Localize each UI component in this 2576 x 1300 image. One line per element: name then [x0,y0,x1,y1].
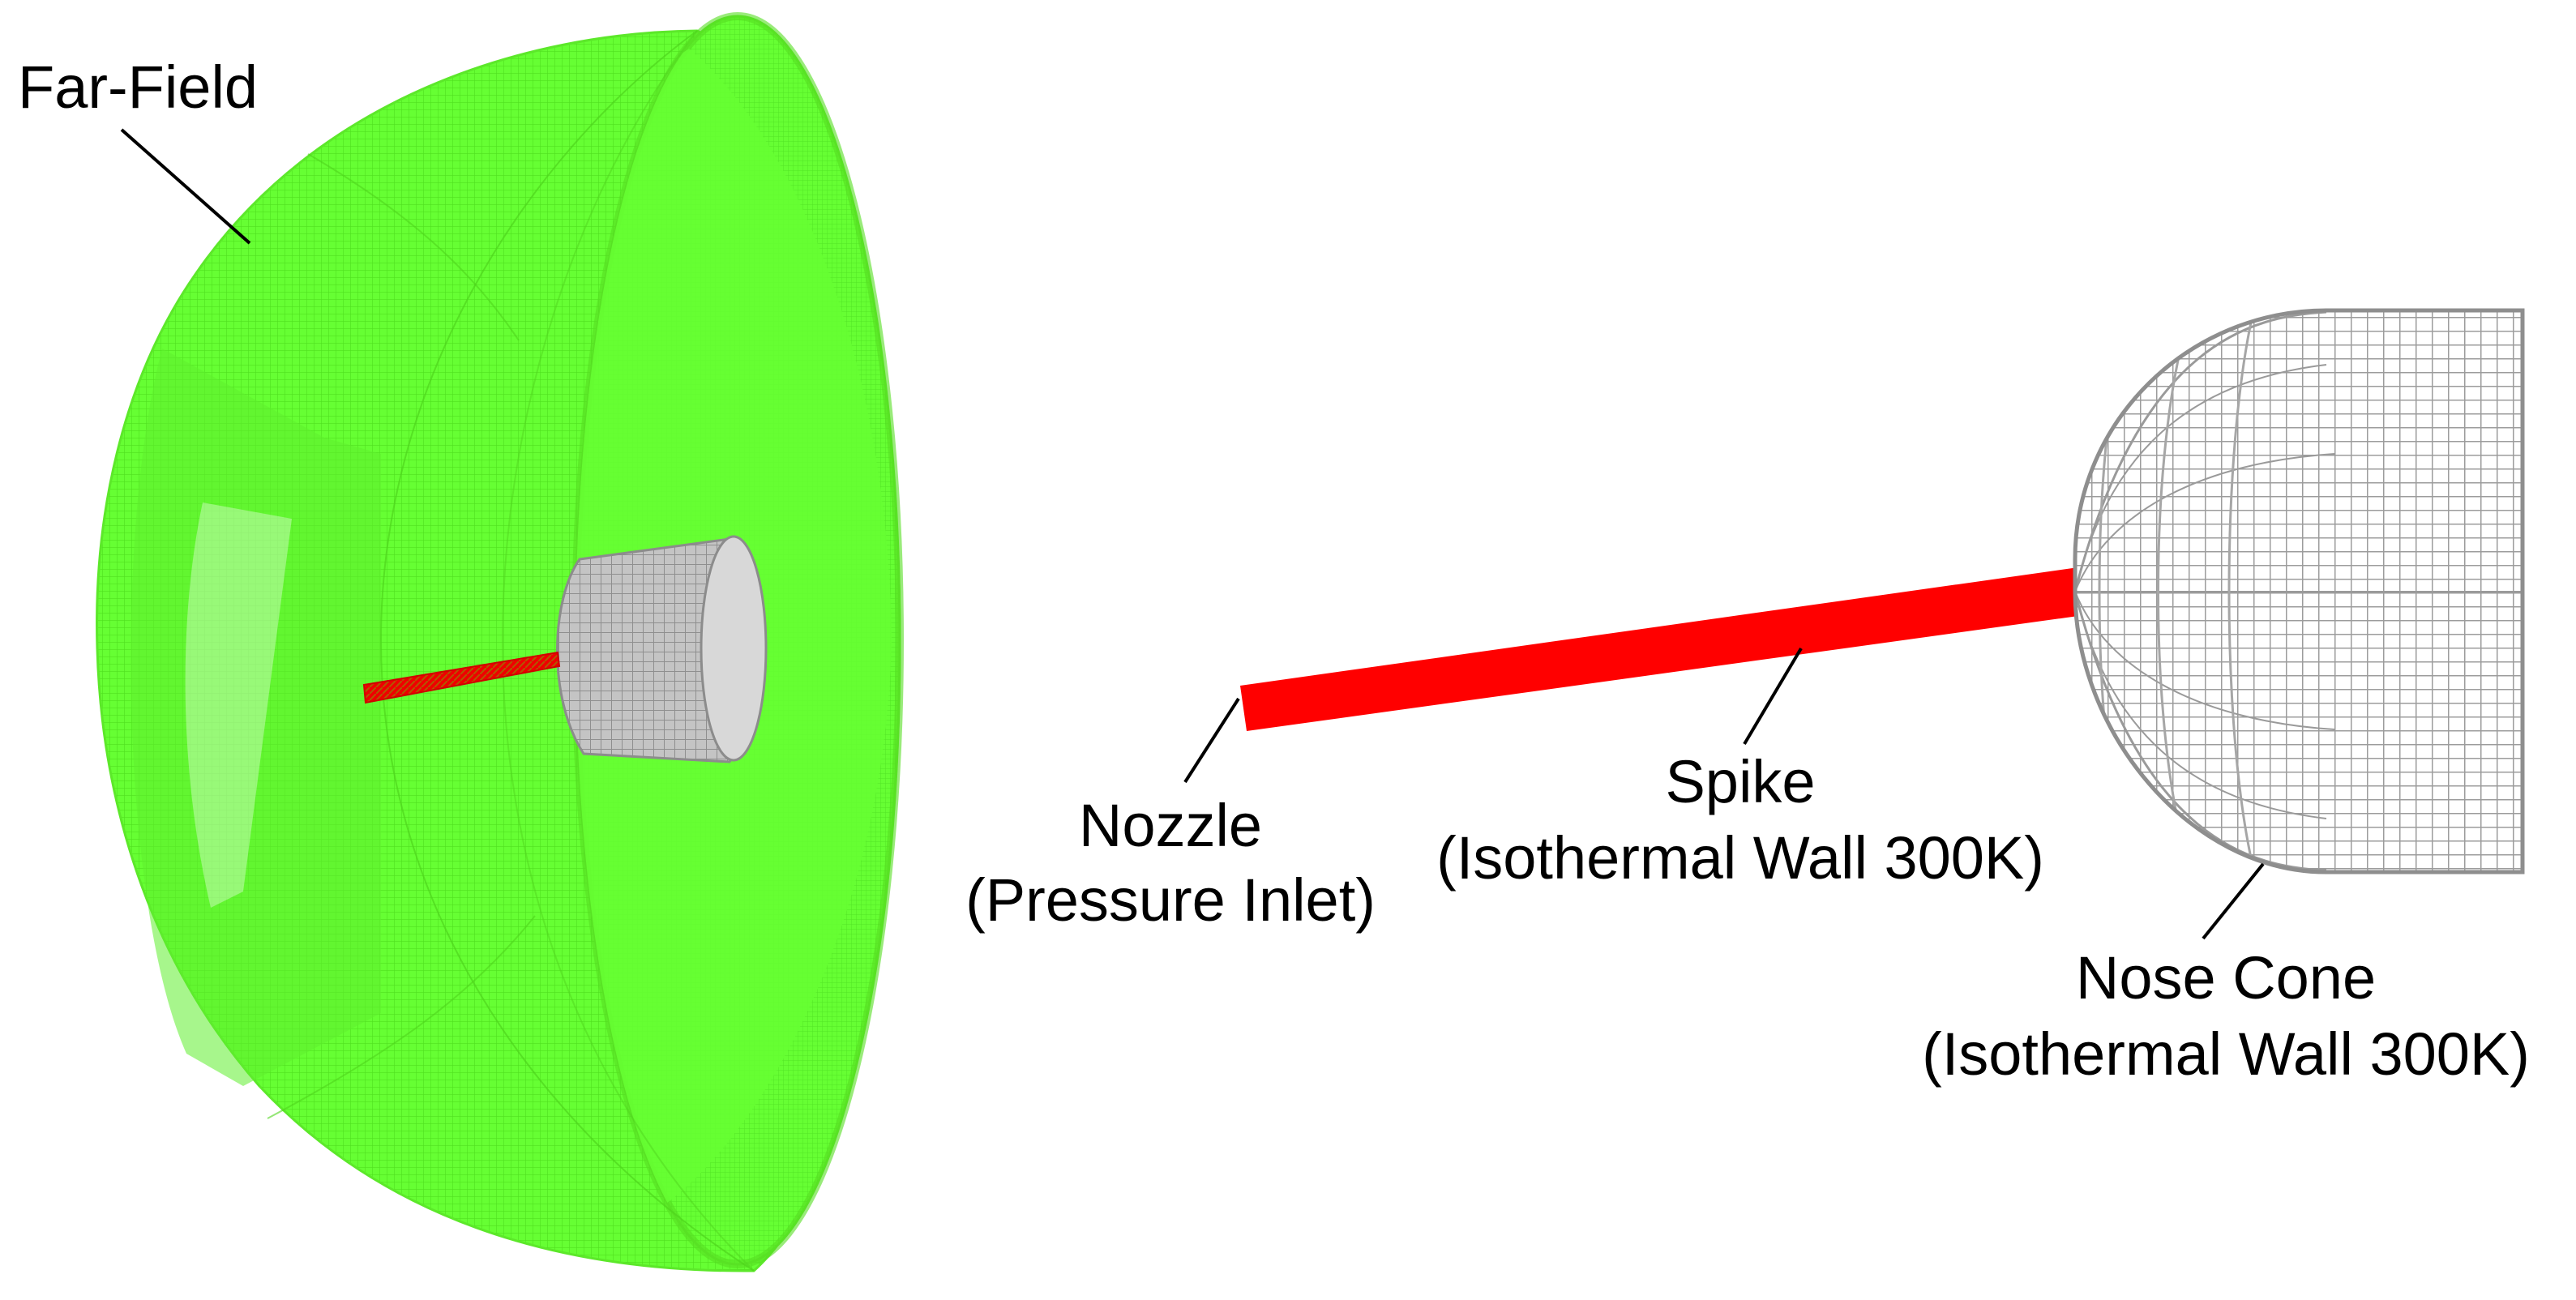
nose-cone-leader [2202,862,2265,940]
spike-body [1240,567,2078,731]
far-field-nose-cone [556,535,768,763]
far-field-leader [120,128,251,245]
far-field-mesh [96,12,904,1272]
spike-label-line1: Spike [1665,748,1815,815]
spike-label-line2: (Isothermal Wall 300K) [1436,824,2044,892]
nozzle-label-line1: Nozzle [1079,792,1262,859]
nozzle-leader [1183,697,1240,784]
nose-cone-label-line2: (Isothermal Wall 300K) [1922,1020,2530,1088]
nose-cone-label-line1: Nose Cone [2076,944,2376,1011]
far-field-spike [362,651,561,704]
nose-cone-mesh [2073,308,2525,875]
spike-leader [1743,647,1803,746]
far-field-label: Far-Field [18,53,258,121]
nozzle-label-line2: (Pressure Inlet) [965,866,1376,934]
